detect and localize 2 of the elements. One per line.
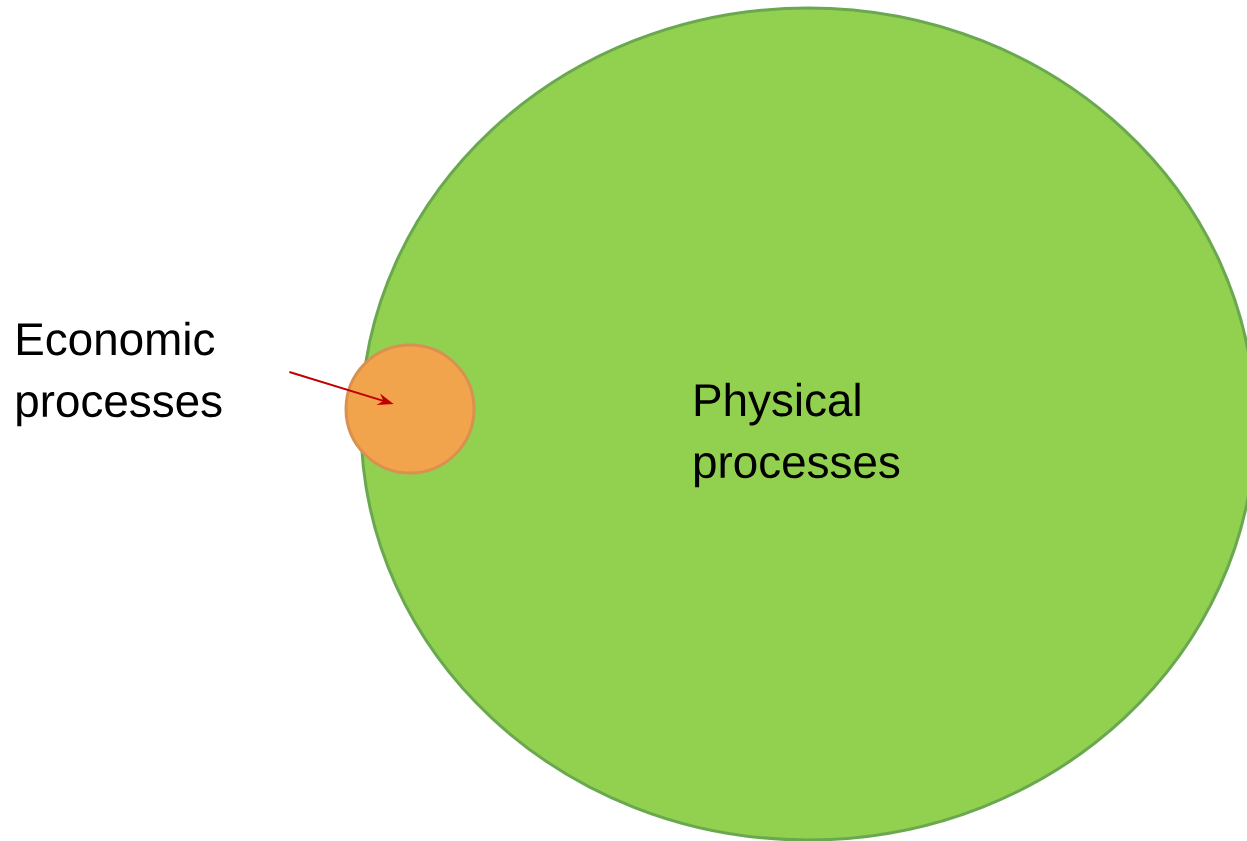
circle xyxy=(344,343,476,475)
label-text: Economic processes xyxy=(17,321,222,427)
